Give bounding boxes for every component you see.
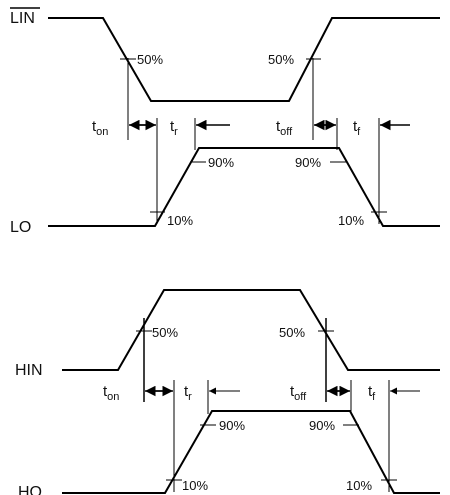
lo-90-rise-label: 90% [208,155,234,170]
lin-label: LIN [10,10,35,27]
hin-ho-diagram: HIN HO 50% 50% 90% 90% 10% 10% ton tr to… [15,289,440,495]
tf2-label: tf [368,383,376,403]
ho-90-fall-label: 90% [309,418,335,433]
hin-50-fall-label: 50% [279,325,305,340]
tf-label: tf [353,118,361,138]
ton-label: ton [92,118,108,138]
ho-label: HO [18,484,42,495]
lin-50-fall-label: 50% [268,52,294,67]
toff-label: toff [276,118,293,138]
lo-10-rise-label: 10% [167,213,193,228]
lin-waveform [48,17,440,102]
ho-10-rise-label: 10% [182,478,208,493]
ho-waveform [62,410,440,494]
hin-label: HIN [15,362,43,379]
tr-label: tr [170,118,178,138]
lo-label: LO [10,219,31,236]
hin-50-rise-label: 50% [152,325,178,340]
ho-10-fall-label: 10% [346,478,372,493]
lo-waveform [48,147,440,227]
toff2-label: toff [290,383,307,403]
lo-10-fall-label: 10% [338,213,364,228]
hin-waveform [62,289,440,371]
lin-50-rise-label: 50% [137,52,163,67]
tr2-label: tr [184,383,192,403]
lo-90-fall-label: 90% [295,155,321,170]
ho-90-rise-label: 90% [219,418,245,433]
ton2-label: ton [103,383,119,403]
lin-lo-diagram: LIN LO 50% 50% 90% 90% 10% 10% ton tr to… [10,7,440,236]
